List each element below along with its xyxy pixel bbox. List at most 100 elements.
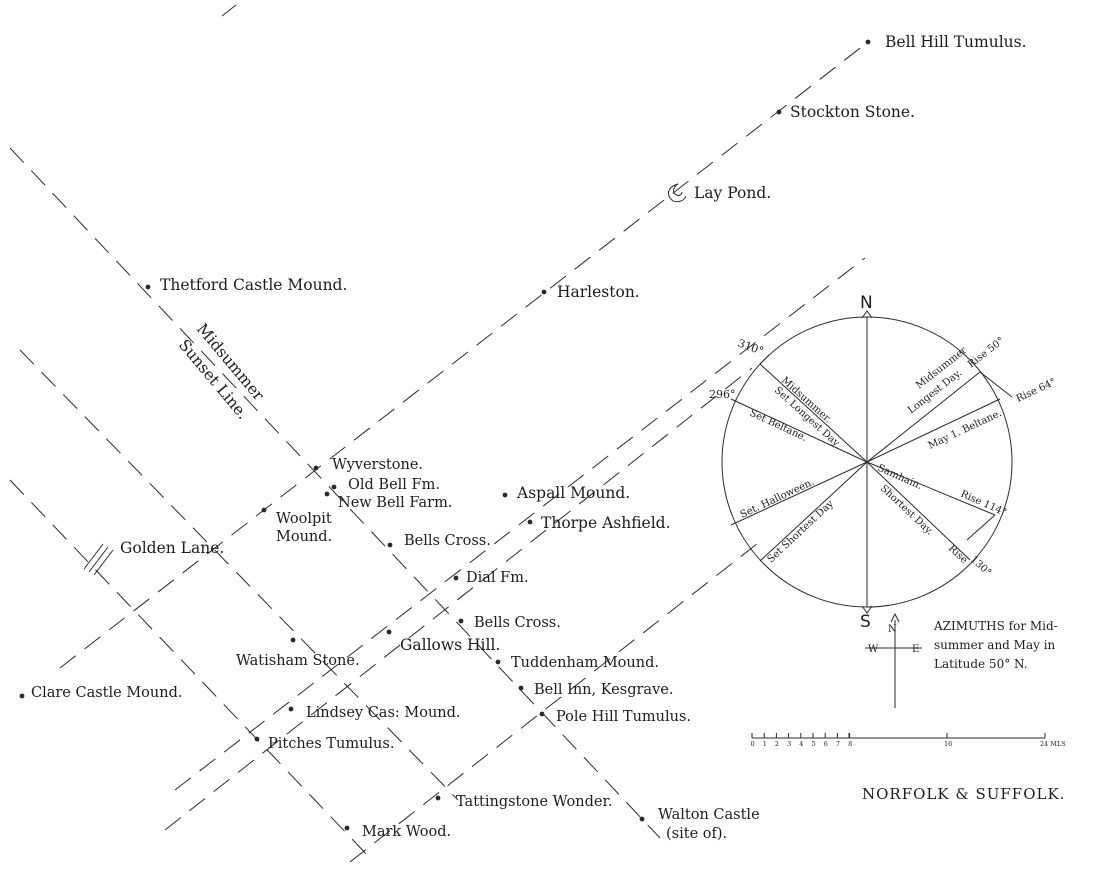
svg-text:130°: 130° [968, 554, 993, 578]
place-label: Walton Castle [658, 807, 760, 823]
azimuth-note: AZIMUTHS for Mid- summer and May in Lati… [933, 619, 1058, 671]
place-label: Aspall Mound. [516, 484, 630, 502]
place-label: Lindsey Cas: Mound. [306, 705, 461, 721]
svg-text:W: W [868, 644, 879, 655]
scale-tick-label: 5 [812, 740, 816, 748]
scale-tick-label: 2 [775, 740, 779, 748]
place-marker [145, 284, 151, 290]
place-label: Clare Castle Mound. [31, 685, 182, 701]
place-marker [458, 618, 464, 624]
place-label: (site of). [666, 826, 727, 842]
place-label: Watisham Stone. [236, 653, 360, 669]
azimuth-compass: N S 310° 296° Midsummer. Set Longest Day… [709, 293, 1058, 632]
place-label: Woolpit [276, 511, 332, 527]
place-marker [331, 484, 337, 490]
compass-rose-icon: N E W [865, 612, 922, 708]
place-label: Golden Lane. [120, 539, 224, 557]
place-label: Pitches Tumulus. [268, 736, 394, 752]
place-marker [387, 542, 393, 548]
ley-line-compass [174, 257, 866, 791]
place-marker [288, 706, 294, 712]
place-marker [776, 109, 782, 115]
place-label: Bell Inn, Kesgrave. [534, 682, 673, 698]
place-label: Thetford Castle Mound. [160, 276, 347, 294]
place-marker [453, 575, 459, 581]
svg-text:Rise 50°: Rise 50° [966, 335, 1006, 370]
place-label: Tuddenham Mound. [511, 655, 659, 671]
svg-text:summer and May in: summer and May in [934, 638, 1056, 652]
place-marker [539, 711, 545, 717]
scale-tick-label: 0 [751, 740, 755, 748]
place-marker [527, 519, 533, 525]
ley-line-tattingstone [349, 539, 763, 863]
svg-text:N: N [888, 624, 897, 635]
place-label: Bells Cross. [474, 615, 561, 631]
place-marker [324, 491, 330, 497]
ley-line-woolpit [9, 479, 373, 861]
golden-lane-mark [83, 543, 114, 576]
place-label: New Bell Farm. [338, 495, 452, 511]
svg-text:May 1. Beltane.: May 1. Beltane. [927, 408, 1004, 452]
place-marker [290, 637, 296, 643]
place-label: Thorpe Ashfield. [541, 514, 671, 532]
place-label: Mound. [276, 529, 332, 545]
place-label: Pole Hill Tumulus. [556, 709, 691, 725]
scale-tick-label: 7 [836, 740, 840, 748]
midsummer-sunset-line [9, 147, 661, 839]
place-marker [518, 685, 524, 691]
place-marker [541, 289, 547, 295]
scale-tick-label: 6 [824, 740, 828, 748]
svg-text:24 MLS: 24 MLS [1040, 740, 1066, 748]
svg-text:Set. Halloween.: Set. Halloween. [739, 477, 816, 521]
ley-line-aspall [164, 367, 753, 831]
place-label: Dial Fm. [466, 570, 529, 586]
place-label: Mark Wood. [362, 824, 451, 840]
place-marker [502, 492, 508, 498]
ley-lines [9, 4, 869, 863]
place-label: Wyverstone. [332, 457, 423, 473]
svg-text:Latitude 50° N.: Latitude 50° N. [934, 657, 1028, 671]
svg-text:16: 16 [944, 740, 952, 748]
svg-text:Rise: Rise [946, 543, 969, 566]
svg-text:296°: 296° [709, 388, 736, 401]
place-marker [386, 629, 392, 635]
ley-line-top-stub [221, 4, 237, 17]
place-marker [639, 816, 645, 822]
place-label: Harleston. [557, 283, 640, 301]
place-label: Stockton Stone. [790, 103, 915, 121]
compass-north-label: N [860, 293, 873, 313]
svg-text:Shortest Day.: Shortest Day. [878, 483, 935, 537]
ley-line-bell-hill [59, 41, 869, 669]
place-marker [495, 659, 501, 665]
svg-text:Rise 64°: Rise 64° [1015, 377, 1058, 405]
places: Bell Hill Tumulus. Stockton Stone. Lay P… [19, 33, 1027, 842]
scale-tick-label: 8 [848, 740, 852, 748]
place-marker [344, 825, 350, 831]
place-label: Old Bell Fm. [348, 477, 440, 493]
place-marker [254, 736, 260, 742]
svg-text:Rise 114°: Rise 114° [959, 489, 1008, 519]
svg-text:Set Shortest Day: Set Shortest Day [766, 498, 837, 565]
scale-tick-label: 4 [799, 740, 803, 748]
place-marker [261, 507, 267, 513]
place-label: Tattingstone Wonder. [456, 794, 612, 810]
place-label: Bells Cross. [404, 533, 491, 549]
scale-tick-label: 3 [787, 740, 791, 748]
place-label: Bell Hill Tumulus. [885, 33, 1027, 51]
place-marker [313, 465, 319, 471]
place-marker [435, 795, 441, 801]
compass-south-label: S [860, 612, 871, 632]
svg-text:E: E [912, 644, 919, 655]
map-title: NORFOLK & SUFFOLK. [862, 785, 1065, 803]
place-marker [865, 39, 871, 45]
ley-line-watisham [19, 349, 459, 801]
scale-tick-label: 1 [763, 740, 767, 748]
place-marker [19, 693, 25, 699]
place-label: Lay Pond. [694, 184, 771, 202]
place-label: Gallows Hill. [400, 636, 500, 654]
svg-text:AZIMUTHS for Mid-: AZIMUTHS for Mid- [933, 619, 1058, 633]
pond-icon [667, 183, 687, 203]
